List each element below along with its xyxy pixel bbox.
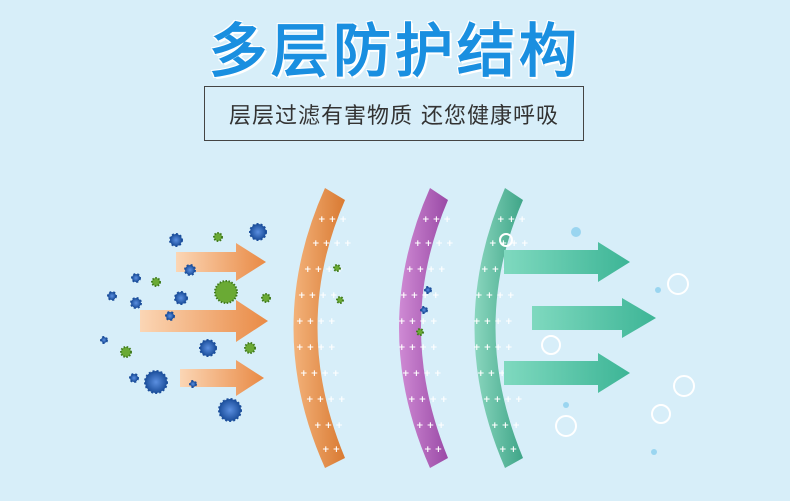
svg-text:+ +: + + <box>322 445 340 455</box>
svg-text:+ + + +: + + + + <box>473 343 513 353</box>
bacteria-icon <box>151 277 161 287</box>
green-filter-layer <box>474 188 523 468</box>
filter-layers <box>293 188 523 468</box>
virus-icon <box>130 297 142 309</box>
bacteria-icon <box>333 264 341 272</box>
virus-group <box>100 223 432 422</box>
orange-filter-layer <box>293 188 345 468</box>
svg-text:+ +: + + <box>424 445 442 455</box>
virus-icon <box>174 291 188 305</box>
bacteria-icon <box>261 293 271 303</box>
virus-icon <box>199 339 217 357</box>
svg-text:+ + +: + + + <box>491 421 520 431</box>
bacteria-icon <box>336 296 344 304</box>
bacteria-icon <box>244 342 256 354</box>
svg-text:+ + + +: + + + + <box>306 395 346 405</box>
virus-icon <box>184 264 196 276</box>
bubble-icon <box>499 233 513 247</box>
svg-text:+ + + +: + + + + <box>402 369 442 379</box>
bacteria-group <box>120 232 424 358</box>
svg-text:+ + + +: + + + + <box>300 369 340 379</box>
bubble-icon <box>555 415 577 437</box>
arrow-right-icon <box>532 298 656 338</box>
svg-text:+ + + +: + + + + <box>296 317 336 327</box>
clean-air-bubbles <box>499 233 695 437</box>
virus-icon <box>424 286 432 294</box>
bubble-icon <box>667 273 689 295</box>
clean-air-dots <box>563 227 661 455</box>
svg-text:+ + + +: + + + + <box>475 291 515 301</box>
virus-icon <box>420 306 428 314</box>
svg-text:+ + +: + + + <box>497 215 526 225</box>
virus-icon <box>107 291 117 301</box>
svg-text:+ + + +: + + + + <box>481 265 521 275</box>
layer-texture: + + + + + + + + + + + + + + + + + + + + + +… <box>296 215 529 455</box>
svg-text:+ + + +: + + + + <box>398 317 438 327</box>
svg-text:+ + + +: + + + + <box>483 395 523 405</box>
svg-text:+ + +: + + + <box>314 421 343 431</box>
svg-text:+ + + +: + + + + <box>312 239 352 249</box>
bubble-icon <box>651 404 671 424</box>
bacteria-icon <box>214 280 238 304</box>
svg-text:+ + + +: + + + + <box>414 239 454 249</box>
virus-icon <box>249 223 267 241</box>
virus-icon <box>100 336 108 344</box>
outgoing-arrows <box>504 242 656 393</box>
svg-text:+ + + +: + + + + <box>296 343 336 353</box>
svg-text:+ + +: + + + <box>318 215 347 225</box>
svg-text:+ + + +: + + + + <box>477 369 517 379</box>
svg-text:+ + + +: + + + + <box>408 395 448 405</box>
arrow-right-icon <box>140 300 268 342</box>
page-title: 多层防护结构 <box>208 17 581 85</box>
svg-text:+ +: + + <box>499 445 517 455</box>
bubble-icon <box>541 335 561 355</box>
virus-icon <box>131 273 141 283</box>
svg-text:+ + + +: + + + + <box>304 265 344 275</box>
svg-text:+ + + +: + + + + <box>298 291 338 301</box>
bubble-icon <box>673 375 695 397</box>
arrow-right-icon <box>504 353 630 393</box>
bacteria-icon <box>213 232 223 242</box>
arrow-right-icon <box>176 243 266 281</box>
subtitle-text: 层层过滤有害物质 还您健康呼吸 <box>229 103 559 129</box>
subtitle-box: 层层过滤有害物质 还您健康呼吸 <box>204 86 584 141</box>
bacteria-icon <box>416 328 424 336</box>
svg-text:+ + +: + + + <box>422 215 451 225</box>
virus-icon <box>129 373 139 383</box>
virus-icon <box>165 311 175 321</box>
arrow-right-icon <box>504 242 630 282</box>
purple-filter-layer <box>399 188 448 468</box>
svg-text:+ + +: + + + <box>416 421 445 431</box>
arrow-right-icon <box>180 360 264 396</box>
virus-icon <box>218 398 242 422</box>
svg-text:+ + + +: + + + + <box>398 343 438 353</box>
bacteria-icon <box>120 346 132 358</box>
svg-text:+ + + +: + + + + <box>473 317 513 327</box>
svg-text:+ + + +: + + + + <box>406 265 446 275</box>
virus-icon <box>189 380 197 388</box>
incoming-arrows <box>140 243 268 396</box>
virus-icon <box>144 370 168 394</box>
svg-text:+ + + +: + + + + <box>400 291 440 301</box>
virus-icon <box>169 233 183 247</box>
svg-text:+ + + +: + + + + <box>489 239 529 249</box>
